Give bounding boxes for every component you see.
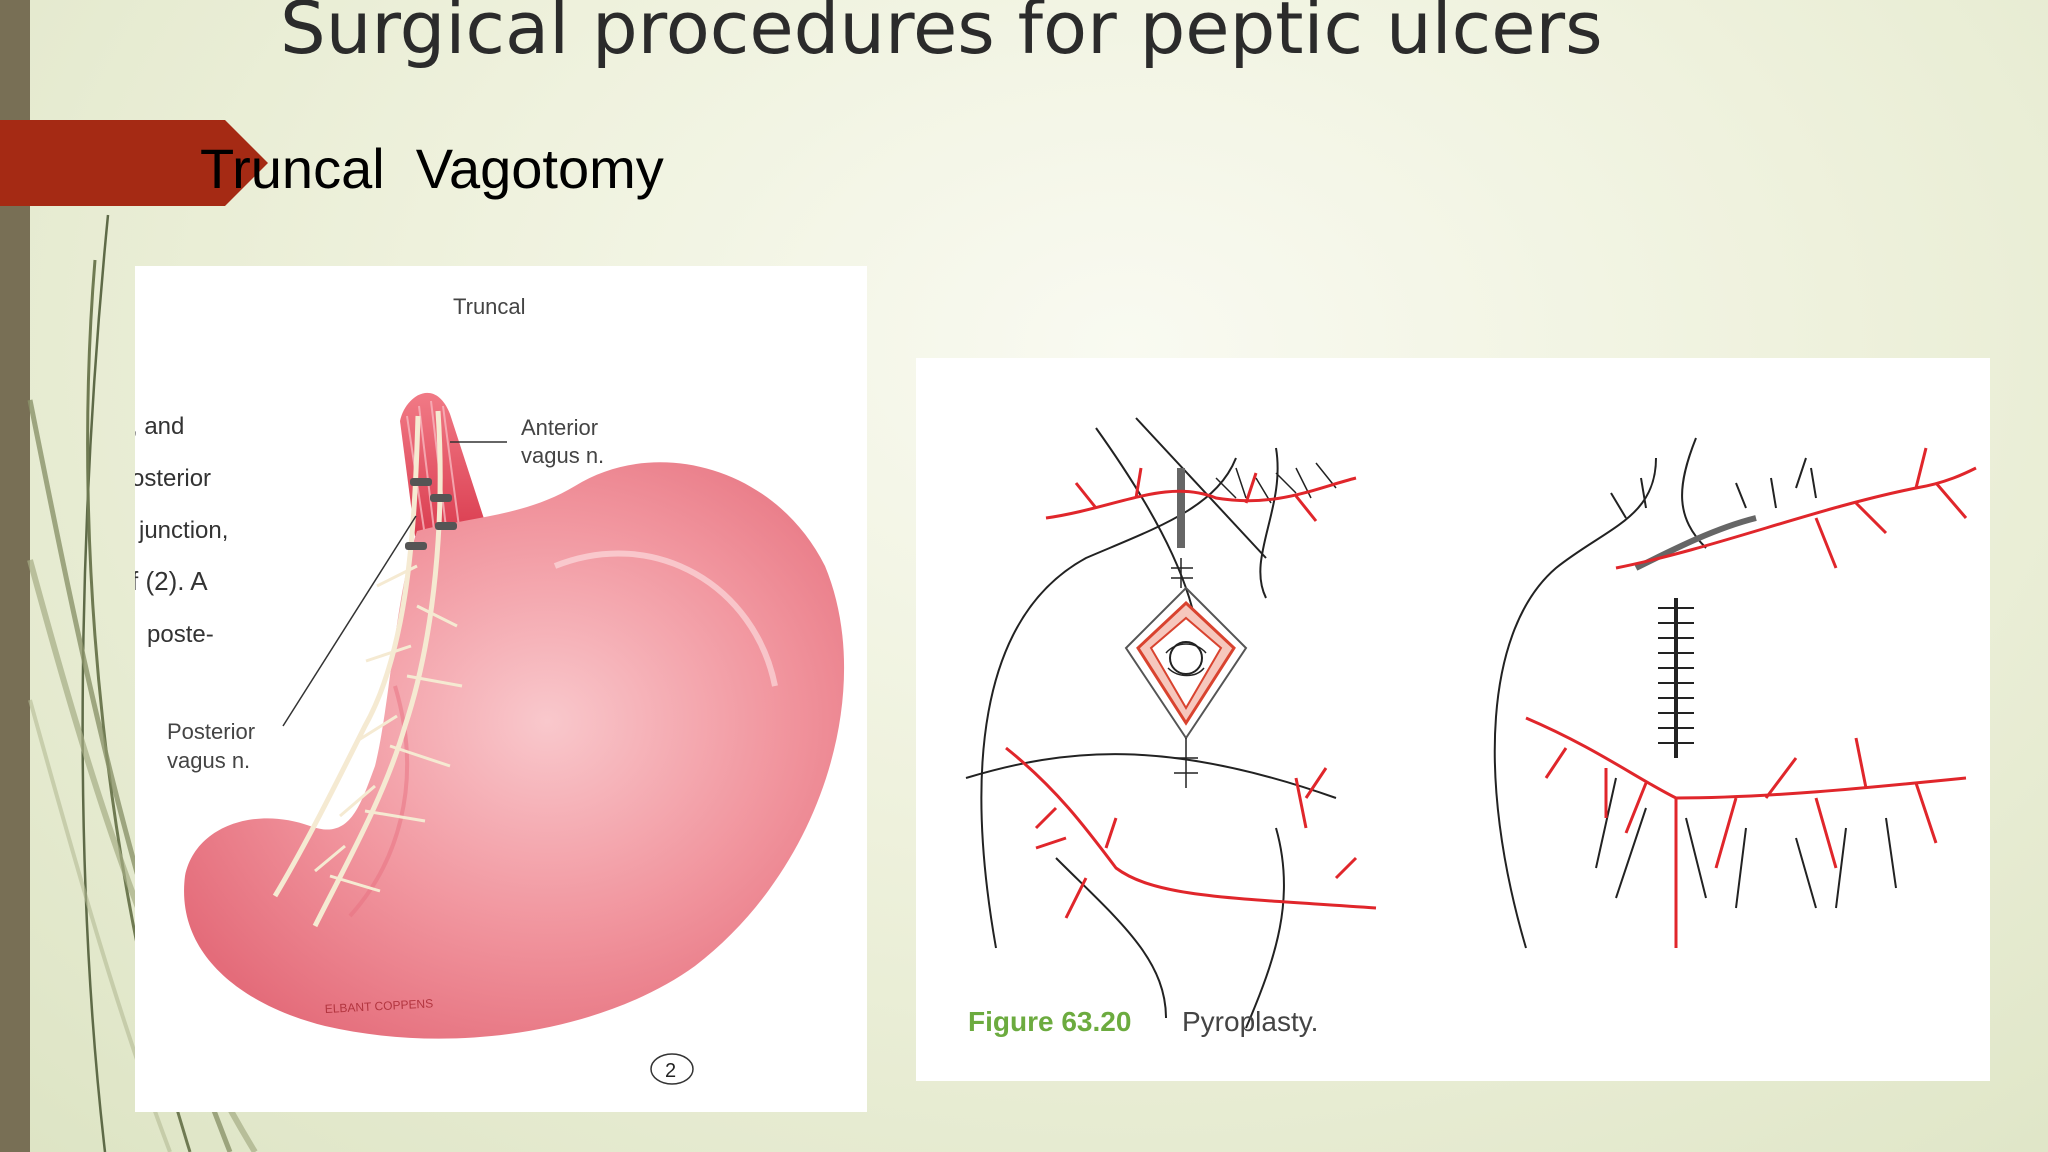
figure-caption-text: Pyroplasty. xyxy=(1182,1006,1318,1037)
right-diagram-vessels xyxy=(1525,447,1977,948)
side-text-line-3: junction, xyxy=(138,517,228,544)
side-text-line-1: , and xyxy=(135,413,184,440)
pyloroplasty-left-diagram xyxy=(965,417,1337,1029)
pyloroplasty-right-diagram xyxy=(1493,437,1897,949)
step-number: 2 xyxy=(665,1060,676,1082)
vagus-clip xyxy=(430,494,452,502)
step-number-badge xyxy=(650,1053,694,1085)
stomach xyxy=(184,462,845,1039)
anterior-vagus-nerve xyxy=(312,410,443,928)
vagus-clip xyxy=(410,478,432,486)
truncal-vagotomy-figure: Truncal , and osterior junction, f (2). … xyxy=(135,266,867,1112)
illustrator-signature: ELBANT COPPENS xyxy=(324,996,433,1016)
side-text-line-4: f (2). A xyxy=(135,566,208,596)
vagus-clip xyxy=(435,522,457,530)
label-anterior-line-1: Anterior xyxy=(521,415,598,440)
side-text-line-2: osterior xyxy=(135,465,211,492)
pyloroplasty-figure: Figure 63.20 Pyroplasty. xyxy=(916,358,1990,1081)
subtitle-arrow-banner xyxy=(0,120,268,206)
side-text-line-5: poste- xyxy=(147,621,214,648)
figure-caption-number: Figure 63.20 xyxy=(968,1006,1131,1037)
slide-subtitle: Truncal Vagotomy xyxy=(200,137,664,200)
figure-heading: Truncal xyxy=(453,294,526,319)
posterior-vagus-nerve xyxy=(272,415,421,898)
label-posterior-line-1: Posterior xyxy=(167,719,255,744)
vagus-clip xyxy=(405,542,427,550)
slide-title: Surgical procedures for peptic ulcers xyxy=(280,0,1603,70)
label-anterior-line-2: vagus n. xyxy=(521,443,604,468)
label-posterior-line-2: vagus n. xyxy=(167,748,250,773)
left-diagram-vessels xyxy=(1005,467,1377,919)
